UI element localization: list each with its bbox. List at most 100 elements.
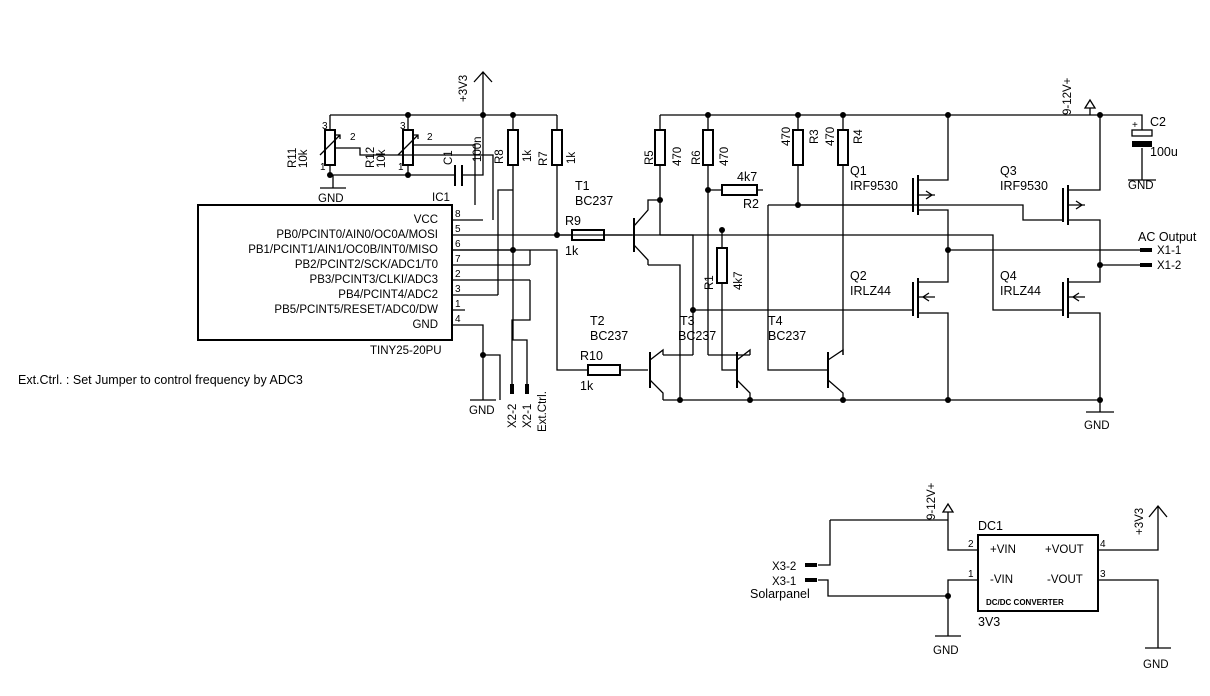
dc1-minus-vin: -VIN — [990, 574, 1013, 586]
q2-part: IRLZ44 — [850, 284, 891, 298]
x2-2-pin[interactable] — [510, 384, 514, 394]
r12-wiper-wire — [413, 144, 476, 205]
x3-2-label: X3-2 — [772, 561, 796, 573]
vin-bottom-label: 9-12V+ — [926, 482, 938, 520]
hbridge-right: Q3 IRF9530 Q4 IRLZ44 GND — [660, 112, 1114, 432]
q2-terminals — [918, 250, 949, 400]
ic1-pin-num-7: 7 — [455, 254, 461, 265]
r12-leads — [397, 115, 419, 175]
ic1-pin-gnd: GND — [412, 319, 438, 331]
r12-ref: R12 — [365, 147, 377, 168]
x2-1-wire — [512, 250, 531, 386]
v33-label-top: +3V3 — [458, 75, 470, 102]
q3-gate-wire — [768, 204, 1063, 221]
q4-gate-wire — [660, 234, 1063, 311]
dc1-minus-vout: -VOUT — [1047, 574, 1083, 586]
q4-ref: Q4 — [1000, 269, 1017, 283]
gnd-dc1-out-label: GND — [1143, 659, 1169, 671]
dc1-ref: DC1 — [978, 519, 1003, 533]
q1-arrow — [925, 190, 934, 200]
ic1-ref: IC1 — [432, 192, 450, 204]
ic1-pin-num-4: 4 — [455, 314, 461, 325]
t1-emitter-wire — [648, 264, 681, 400]
ic1-pin-num-1: 1 — [455, 299, 461, 310]
x2-2-label: X2-2 — [507, 404, 519, 428]
q2-arrow — [921, 292, 930, 302]
r11-body — [324, 129, 336, 166]
ic1-pin-pb1: PB1/PCINT1/AIN1/OC0B/INT0/MISO — [248, 244, 438, 256]
r7-value: 1k — [566, 152, 578, 164]
dc1-title: DC/DC CONVERTER — [986, 598, 1064, 607]
r2-value: 4k7 — [737, 170, 757, 184]
gnd-pot-label: GND — [318, 193, 344, 205]
c2-value: 100u — [1150, 145, 1178, 159]
pot-r12: 2 3 1 R12 10k — [365, 115, 476, 205]
q4-arrow — [1071, 292, 1080, 302]
c1-value: 100n — [472, 136, 484, 162]
x3-1-wire — [818, 579, 978, 637]
x2-1-pin[interactable] — [525, 384, 529, 394]
r11-ref: R11 — [287, 148, 299, 168]
r1-body — [716, 247, 728, 284]
resistors-r7-r8: R8 1k R7 1k — [494, 115, 578, 253]
gnd-ic-wires — [465, 324, 501, 401]
pb4-wire — [497, 189, 513, 295]
v33-label-bottom: +3V3 — [1134, 508, 1146, 535]
r12-pin1-label: 1 — [398, 162, 404, 173]
ic1-pin-num-6: 6 — [455, 239, 461, 250]
x1-2-pin[interactable] — [1140, 263, 1152, 267]
ic1-part: TINY25-20PU — [370, 345, 442, 357]
ext-ctrl-label: Ext.Ctrl. — [537, 391, 549, 432]
x1-1-pin[interactable] — [1140, 248, 1152, 252]
resistors-r5-r6: R5 470 R6 470 4k7 R2 R1 4k7 — [644, 112, 1100, 355]
x3-1-pin[interactable] — [805, 578, 817, 582]
r3-ref: R3 — [809, 129, 821, 144]
r12-pin2-label: 2 — [427, 132, 433, 143]
c2-positive-plate — [1131, 129, 1153, 137]
r4-ref: R4 — [853, 129, 865, 144]
r10-value: 1k — [580, 379, 594, 393]
dc1-vin-supply — [941, 502, 978, 551]
vin-top-symbol — [1083, 98, 1097, 115]
resistors-r3-r4: 470 R3 470 R4 — [781, 115, 865, 355]
ac-output-wires — [948, 249, 1142, 266]
r4-body — [837, 129, 849, 166]
r8-value: 1k — [522, 150, 534, 162]
dc1-pin1: 1 — [968, 569, 974, 580]
q4-terminals — [1068, 265, 1101, 412]
note-ext-ctrl: Ext.Ctrl. : Set Jumper to control freque… — [18, 373, 303, 387]
dc1-plus-vout: +VOUT — [1045, 544, 1084, 556]
q1-terminals — [918, 115, 949, 250]
dc1-converter: DC1 3V3 +VIN +VOUT -VIN -VOUT DC/DC CONV… — [750, 482, 1171, 671]
ic1-pin-pb0: PB0/PCINT0/AIN0/OC0A/MOSI — [276, 229, 438, 241]
x3-2-wire — [818, 519, 948, 566]
dc1-pin4: 4 — [1100, 539, 1106, 550]
r6-ref: R6 — [691, 150, 703, 165]
jumper-x2: X2-2 X2-1 Ext.Ctrl. — [497, 189, 549, 432]
t3-ref: T3 — [680, 314, 695, 328]
gnd-pots: GND C1 100n — [318, 115, 484, 205]
r11-pin1-label: 1 — [320, 162, 326, 173]
q3-terminals — [1068, 115, 1101, 265]
gnd-ic: GND — [465, 324, 501, 417]
x2-2-wire — [511, 280, 531, 386]
r12-pin3-label: 3 — [400, 121, 406, 132]
r10-body — [587, 364, 621, 376]
t1-ce — [633, 199, 660, 265]
t4-ce — [767, 205, 844, 400]
ic1-pin-vcc: VCC — [414, 214, 438, 226]
x2-1-label: X2-1 — [522, 404, 534, 428]
q1-part: IRF9530 — [850, 179, 898, 193]
c1-ref: C1 — [443, 150, 455, 165]
r10-ref: R10 — [580, 349, 603, 363]
stage-t2: R10 1k T2 BC237 — [452, 249, 693, 400]
ic1-pin-pb2: PB2/PCINT2/SCK/ADC1/T0 — [295, 259, 438, 271]
c2-ref: C2 — [1150, 115, 1166, 129]
r11-value: 10k — [298, 149, 310, 168]
q2-ref: Q2 — [850, 269, 867, 283]
supply-3v3: +3V3 — [330, 71, 557, 118]
x3-2-pin[interactable] — [805, 563, 817, 567]
x1-2-label: X1-2 — [1157, 260, 1181, 272]
dc1-gnd-out — [1098, 579, 1171, 649]
